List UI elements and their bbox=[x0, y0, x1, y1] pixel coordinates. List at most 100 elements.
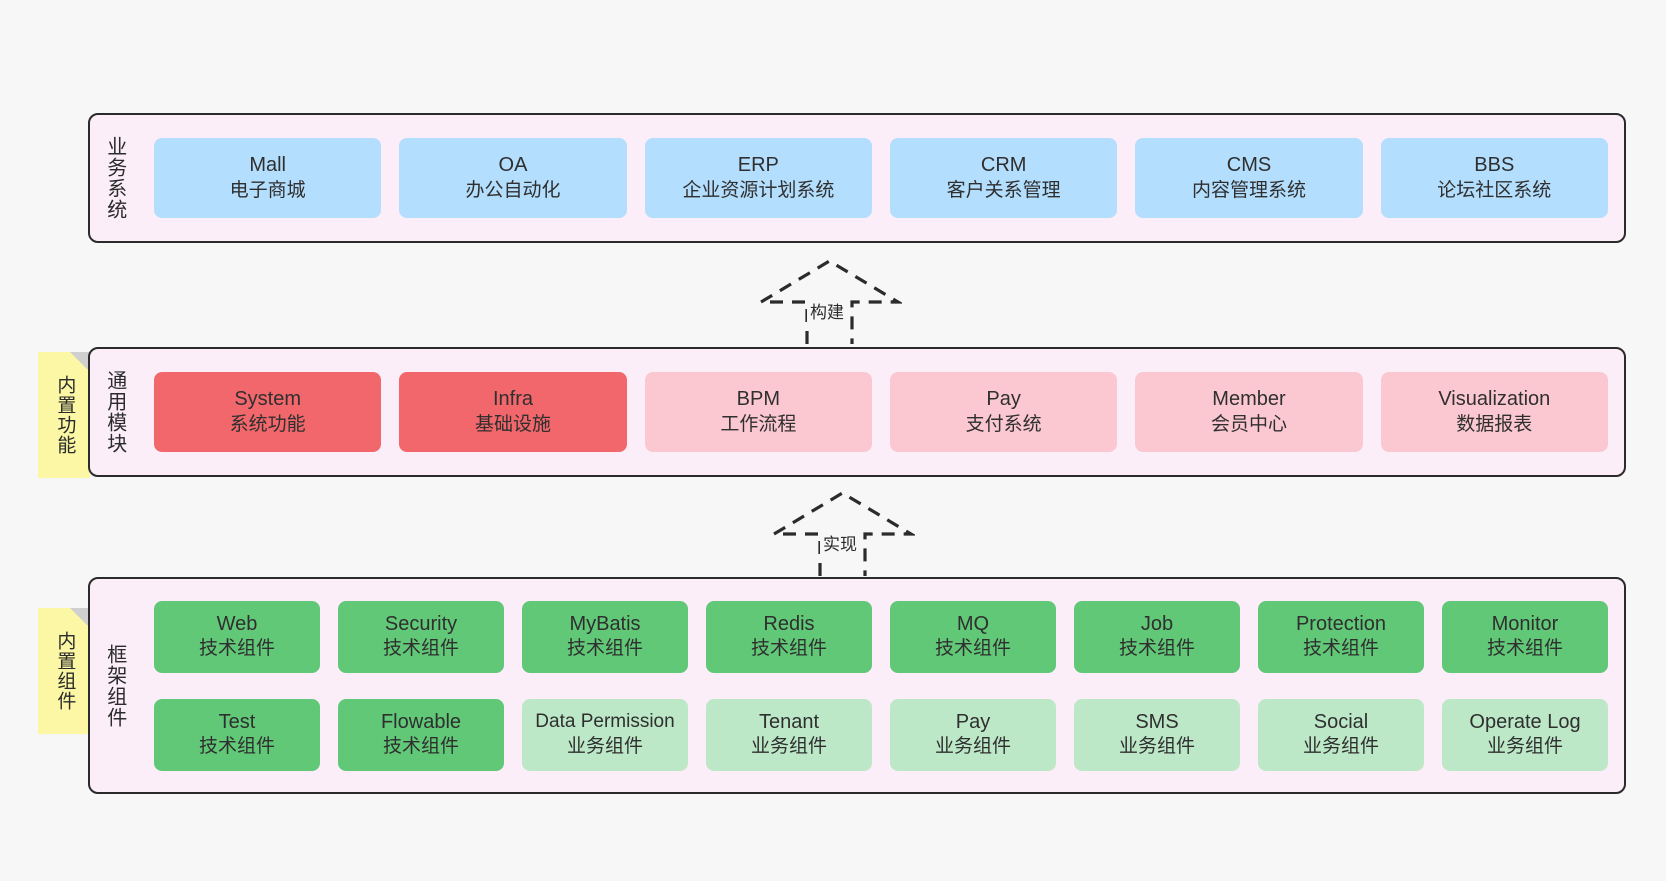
card-subtitle: 技术组件 bbox=[750, 638, 827, 660]
card-web[interactable]: Web 技术组件 bbox=[154, 600, 320, 673]
sticky-note-label: 内置组件 bbox=[54, 631, 76, 711]
layer-body-common-modules: System 系统功能 Infra 基础设施 BPM 工作流程 Pay 支付系统… bbox=[138, 349, 1624, 475]
connector-build-label: 构建 bbox=[807, 298, 847, 323]
card-subtitle: 技术组件 bbox=[1302, 638, 1379, 660]
card-subtitle: 办公自动化 bbox=[465, 179, 561, 201]
card-cms[interactable]: CMS 内容管理系统 bbox=[1135, 138, 1363, 218]
layer-body-business-systems: Mall 电子商城 OA 办公自动化 ERP 企业资源计划系统 CRM 客户关系… bbox=[138, 115, 1624, 241]
card-subtitle: 技术组件 bbox=[198, 736, 275, 758]
card-subtitle: 工作流程 bbox=[720, 413, 797, 435]
card-protection[interactable]: Protection 技术组件 bbox=[1258, 600, 1424, 673]
card-infra[interactable]: Infra 基础设施 bbox=[399, 372, 627, 452]
card-title: BPM bbox=[736, 388, 780, 411]
card-title: CMS bbox=[1226, 154, 1272, 177]
card-security[interactable]: Security 技术组件 bbox=[338, 600, 504, 673]
card-title: Security bbox=[384, 612, 458, 635]
card-title: Monitor bbox=[1491, 612, 1559, 635]
card-title: CRM bbox=[980, 154, 1027, 177]
card-subtitle: 客户关系管理 bbox=[946, 179, 1061, 201]
card-title: Web bbox=[216, 612, 258, 635]
card-pay-module[interactable]: Pay 支付系统 bbox=[889, 372, 1118, 452]
card-subtitle: 业务组件 bbox=[1486, 736, 1563, 758]
card-subtitle: 基础设施 bbox=[474, 413, 551, 435]
card-subtitle: 技术组件 bbox=[934, 638, 1011, 660]
card-title: Visualization bbox=[1438, 388, 1551, 411]
card-flowable[interactable]: Flowable 技术组件 bbox=[338, 698, 504, 771]
card-redis[interactable]: Redis 技术组件 bbox=[706, 600, 872, 673]
build-arrow-icon bbox=[755, 259, 904, 344]
card-monitor[interactable]: Monitor 技术组件 bbox=[1442, 600, 1608, 673]
card-mall[interactable]: Mall 电子商城 bbox=[154, 138, 382, 218]
connector-build: 构建 bbox=[755, 258, 904, 344]
card-subtitle: 业务组件 bbox=[566, 735, 643, 757]
sticky-note-builtin-components: 内置组件 bbox=[38, 608, 90, 734]
card-title: Job bbox=[1140, 612, 1174, 635]
card-title: Redis bbox=[763, 612, 815, 635]
card-subtitle: 系统功能 bbox=[229, 413, 306, 435]
card-subtitle: 内容管理系统 bbox=[1191, 179, 1306, 201]
layer-business-systems: 业务系统 Mall 电子商城 OA 办公自动化 ERP 企业资源计划系统 CRM… bbox=[88, 113, 1626, 243]
card-subtitle: 技术组件 bbox=[198, 638, 275, 660]
card-subtitle: 技术组件 bbox=[1118, 638, 1195, 660]
common-modules-row: System 系统功能 Infra 基础设施 BPM 工作流程 Pay 支付系统… bbox=[154, 372, 1608, 452]
card-title: Social bbox=[1313, 710, 1369, 733]
card-bbs[interactable]: BBS 论坛社区系统 bbox=[1380, 138, 1608, 218]
card-subtitle: 技术组件 bbox=[1486, 638, 1563, 660]
card-title: Member bbox=[1212, 388, 1286, 411]
card-title: ERP bbox=[737, 154, 779, 177]
card-title: Operate Log bbox=[1469, 710, 1581, 733]
card-test[interactable]: Test 技术组件 bbox=[154, 698, 320, 771]
card-mybatis[interactable]: MyBatis 技术组件 bbox=[522, 600, 688, 673]
connector-implement: 实现 bbox=[768, 490, 917, 576]
card-subtitle: 业务组件 bbox=[750, 736, 827, 758]
card-title: Pay bbox=[955, 710, 991, 733]
card-title: Tenant bbox=[758, 710, 820, 733]
card-subtitle: 业务组件 bbox=[1302, 736, 1379, 758]
card-title: MQ bbox=[956, 612, 990, 635]
card-bpm[interactable]: BPM 工作流程 bbox=[644, 372, 872, 452]
card-title: OA bbox=[498, 154, 528, 177]
card-social[interactable]: Social 业务组件 bbox=[1258, 698, 1424, 771]
sticky-fold-icon bbox=[70, 352, 90, 372]
card-oa[interactable]: OA 办公自动化 bbox=[399, 138, 627, 218]
card-title: MyBatis bbox=[569, 612, 641, 635]
card-title: SMS bbox=[1135, 710, 1179, 733]
card-job[interactable]: Job 技术组件 bbox=[1074, 600, 1240, 673]
card-title: Data Permission bbox=[535, 711, 675, 733]
layer-body-framework-components: Web 技术组件 Security 技术组件 MyBatis 技术组件 Redi… bbox=[138, 579, 1624, 792]
card-visualization[interactable]: Visualization 数据报表 bbox=[1380, 372, 1608, 452]
card-title: System bbox=[234, 388, 301, 411]
card-subtitle: 企业资源计划系统 bbox=[682, 179, 835, 201]
layer-common-modules: 通用模块 System 系统功能 Infra 基础设施 BPM 工作流程 Pay… bbox=[88, 347, 1626, 477]
card-title: BBS bbox=[1474, 154, 1515, 177]
card-tenant[interactable]: Tenant 业务组件 bbox=[706, 698, 872, 771]
card-erp[interactable]: ERP 企业资源计划系统 bbox=[644, 138, 872, 218]
card-subtitle: 支付系统 bbox=[965, 413, 1042, 435]
card-title: Pay bbox=[986, 388, 1021, 411]
sticky-fold-icon bbox=[70, 608, 90, 628]
card-pay-component[interactable]: Pay 业务组件 bbox=[890, 698, 1056, 771]
card-crm[interactable]: CRM 客户关系管理 bbox=[889, 138, 1118, 218]
layer-title-business-systems: 业务系统 bbox=[103, 136, 126, 220]
card-mq[interactable]: MQ 技术组件 bbox=[890, 600, 1056, 673]
card-subtitle: 业务组件 bbox=[934, 736, 1011, 758]
implement-arrow-icon bbox=[768, 491, 917, 576]
card-sms[interactable]: SMS 业务组件 bbox=[1074, 698, 1240, 771]
card-title: Flowable bbox=[380, 710, 462, 733]
card-title: Mall bbox=[249, 154, 286, 177]
card-subtitle: 论坛社区系统 bbox=[1437, 179, 1552, 201]
card-system[interactable]: System 系统功能 bbox=[154, 372, 382, 452]
layer-framework-components: 框架组件 Web 技术组件 Security 技术组件 MyBatis 技术组件… bbox=[88, 577, 1626, 794]
card-title: Test bbox=[218, 710, 256, 733]
card-subtitle: 数据报表 bbox=[1456, 413, 1533, 435]
card-operate-log[interactable]: Operate Log 业务组件 bbox=[1442, 698, 1608, 771]
business-systems-row: Mall 电子商城 OA 办公自动化 ERP 企业资源计划系统 CRM 客户关系… bbox=[154, 138, 1608, 218]
card-member[interactable]: Member 会员中心 bbox=[1135, 372, 1363, 452]
card-data-permission[interactable]: Data Permission 业务组件 bbox=[522, 698, 688, 771]
tech-components-row: Web 技术组件 Security 技术组件 MyBatis 技术组件 Redi… bbox=[154, 600, 1608, 673]
card-subtitle: 电子商城 bbox=[229, 179, 306, 201]
layer-title-framework-components: 框架组件 bbox=[103, 643, 126, 728]
layer-title-common-modules: 通用模块 bbox=[103, 370, 126, 454]
sticky-note-label: 内置功能 bbox=[54, 375, 76, 455]
card-subtitle: 业务组件 bbox=[1118, 736, 1195, 758]
